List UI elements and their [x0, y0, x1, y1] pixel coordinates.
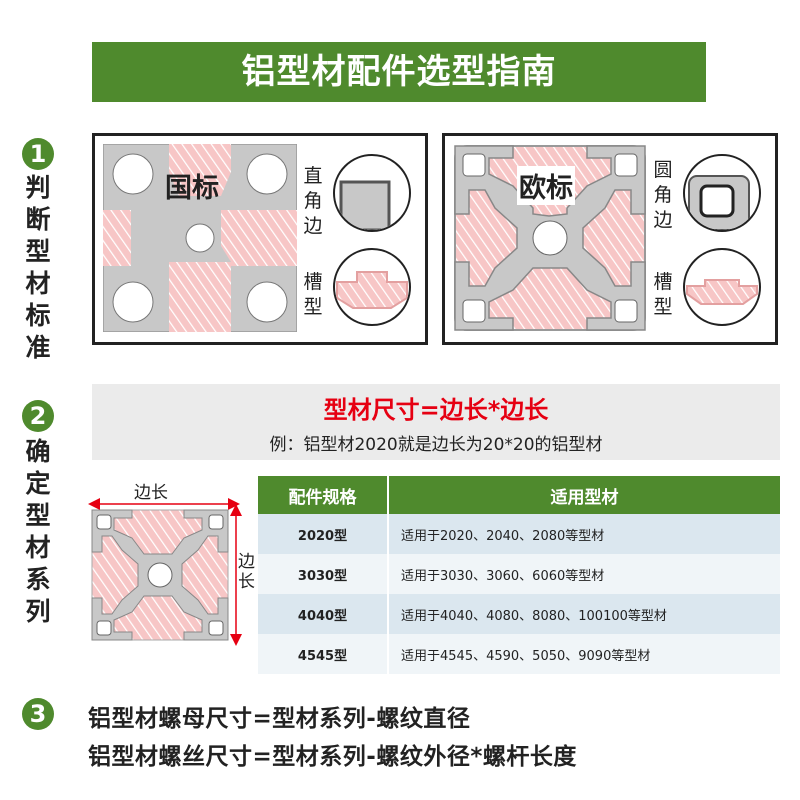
gb-corner-detail: [333, 154, 411, 232]
table-header-fit: 适用型材: [388, 476, 780, 514]
table-row: 4545型适用于4545、4590、5050、9090等型材: [258, 634, 780, 674]
fit-cell: 适用于4545、4590、5050、9090等型材: [388, 634, 780, 674]
eu-corner-label: 圆角边: [653, 159, 673, 231]
page-title: 铝型材配件选型指南: [92, 42, 706, 102]
gb-label: 国标: [165, 173, 219, 204]
fit-cell: 适用于3030、3060、6060等型材: [388, 554, 780, 594]
nut-size-note: 铝型材螺母尺寸=型材系列-螺纹直径: [88, 706, 471, 732]
spec-cell: 2020型: [258, 514, 389, 554]
gb-profile-diagram: [103, 144, 297, 332]
spec-cell: 4040型: [258, 594, 389, 634]
gb-standard-panel: 国标 直角边 槽型: [92, 133, 428, 345]
size-formula: 型材尺寸=边长*边长: [323, 396, 549, 424]
eu-label: 欧标: [517, 166, 575, 205]
table-header-row: 配件规格 适用型材: [258, 476, 780, 514]
spec-table: 配件规格 适用型材 2020型适用于2020、2040、2080等型材 3030…: [258, 476, 780, 674]
eu-standard-panel: 欧标 圆角边 槽型: [442, 133, 778, 345]
eu-corner-detail: [683, 154, 761, 232]
eu-slot-label: 槽型: [653, 271, 673, 318]
eu-profile-diagram: [454, 145, 646, 331]
size-example: 例：铝型材2020就是边长为20*20的铝型材: [269, 435, 603, 455]
table-row: 2020型适用于2020、2040、2080等型材: [258, 514, 780, 554]
gb-slot-label: 槽型: [303, 271, 323, 318]
table-row: 4040型适用于4040、4080、8080、100100等型材: [258, 594, 780, 634]
size-profile-diagram: [88, 498, 242, 646]
table-header-spec: 配件规格: [258, 476, 389, 514]
table-row: 3030型适用于3030、3060、6060等型材: [258, 554, 780, 594]
step-3-badge: 3: [22, 698, 54, 730]
formula-box: [92, 384, 780, 460]
spec-cell: 4545型: [258, 634, 389, 674]
dim-side-label: 边长: [238, 552, 255, 592]
fit-cell: 适用于4040、4080、8080、100100等型材: [388, 594, 780, 634]
gb-slot-detail: [333, 248, 411, 326]
step-2-label: 确定型材系列: [25, 437, 51, 626]
step-1-badge: 1: [22, 138, 54, 170]
bolt-size-note: 铝型材螺丝尺寸=型材系列-螺纹外径*螺杆长度: [88, 744, 577, 770]
gb-corner-label: 直角边: [303, 165, 323, 237]
step-1-label: 判断型材标准: [25, 173, 51, 362]
spec-cell: 3030型: [258, 554, 389, 594]
eu-slot-detail: [683, 248, 761, 326]
step-2-badge: 2: [22, 400, 54, 432]
fit-cell: 适用于2020、2040、2080等型材: [388, 514, 780, 554]
